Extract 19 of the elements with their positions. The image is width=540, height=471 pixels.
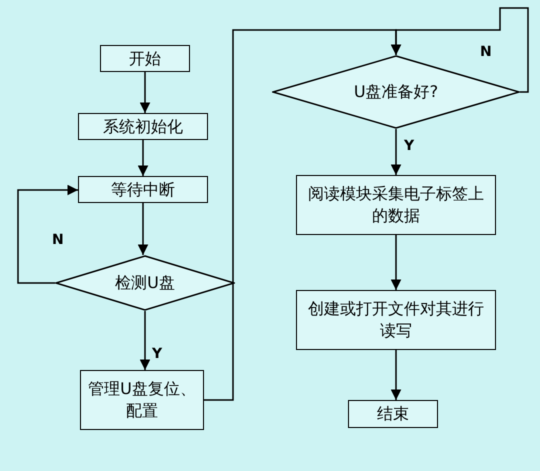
terminal-box: 开始: [100, 45, 190, 72]
process-box: 管理U盘复位、配置: [80, 370, 204, 430]
arrow: [140, 311, 150, 370]
process-box: 阅读模块采集电子标签上的数据: [296, 175, 496, 235]
arrow: [138, 140, 148, 176]
process-box: 系统初始化: [78, 113, 208, 140]
arrow: [390, 235, 402, 290]
arrow: [390, 129, 402, 175]
arrow: [390, 350, 402, 400]
terminal-box: 结束: [348, 400, 438, 428]
arrow: [17, 184, 78, 284]
process-box: 创建或打开文件对其进行读写: [296, 290, 496, 350]
process-box: 等待中断: [78, 176, 208, 203]
decision-diamond: U盘准备好?: [272, 55, 520, 129]
decision-diamond: 检测U盘: [55, 255, 235, 311]
arrow: [390, 7, 529, 93]
arrow: [138, 203, 148, 255]
edge-label: Y: [150, 346, 164, 362]
arrow: [140, 72, 150, 113]
